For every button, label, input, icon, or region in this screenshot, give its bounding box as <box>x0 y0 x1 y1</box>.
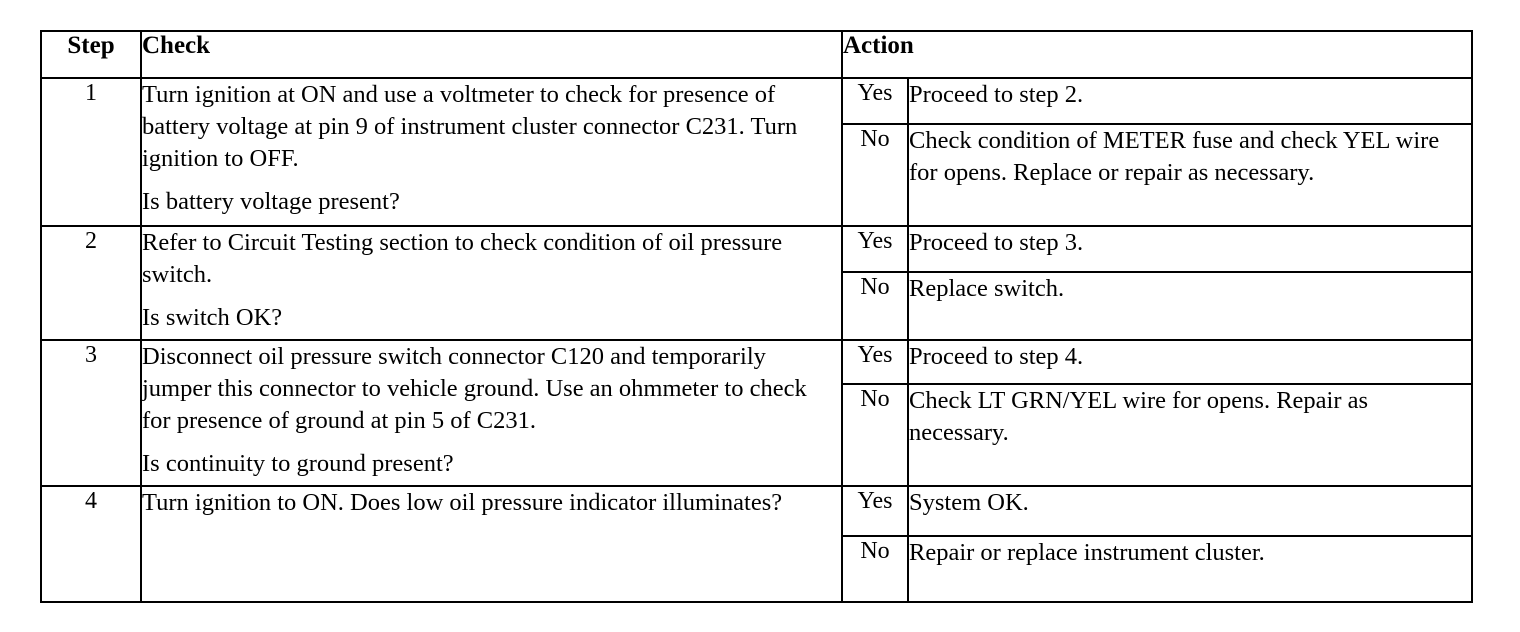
action-text-no: Repair or replace instrument cluster. <box>906 535 1474 603</box>
table-row: 1 Turn ignition at ON and use a voltmete… <box>40 77 1474 227</box>
column-header-action: Action <box>840 30 1474 79</box>
check-question: Is battery voltage present? <box>142 187 400 215</box>
action-text-yes: Proceed to step 4. <box>906 339 1474 385</box>
step-number: 1 <box>40 77 142 227</box>
answer-label-no: No <box>841 123 909 227</box>
answer-label-yes: Yes <box>841 77 909 125</box>
check-instruction: Turn ignition at ON and use a voltmeter … <box>142 81 798 172</box>
table-row: 2 Refer to Circuit Testing section to ch… <box>40 225 1474 341</box>
table-row-sub: No Repair or replace instrument cluster. <box>41 535 1474 603</box>
table-header-row: Step Check Action <box>40 30 1474 79</box>
check-instruction: Disconnect oil pressure switch connector… <box>142 343 807 434</box>
table-row: 4 Turn ignition to ON. Does low oil pres… <box>40 485 1474 603</box>
table-row-sub: No Check LT GRN/YEL wire for opens. Repa… <box>41 383 1474 487</box>
action-text-no: Check LT GRN/YEL wire for opens. Repair … <box>906 383 1474 487</box>
action-text-no: Replace switch. <box>906 271 1474 341</box>
answer-label-no: No <box>841 271 909 341</box>
check-description: Turn ignition to ON. Does low oil pressu… <box>140 485 843 603</box>
answer-label-no: No <box>841 535 909 603</box>
diagnostic-table-container: Step Check Action 1 Turn ignition at ON … <box>40 30 1474 603</box>
check-description: Disconnect oil pressure switch connector… <box>140 339 843 487</box>
table-row-sub: No Replace switch. <box>41 271 1474 341</box>
answer-label-yes: Yes <box>841 485 909 537</box>
step-number: 2 <box>40 225 142 341</box>
action-text-yes: Proceed to step 2. <box>906 77 1474 125</box>
step-number: 3 <box>40 339 142 487</box>
table-row-sub: No Check condition of METER fuse and che… <box>41 123 1474 227</box>
check-description: Refer to Circuit Testing section to chec… <box>140 225 843 341</box>
diagnostic-troubleshooting-table: Step Check Action 1 Turn ignition at ON … <box>40 30 1474 603</box>
answer-label-no: No <box>841 383 909 487</box>
step-number: 4 <box>40 485 142 603</box>
action-text-yes: Proceed to step 3. <box>906 225 1474 273</box>
column-header-step: Step <box>40 30 142 79</box>
check-question: Is switch OK? <box>142 303 283 331</box>
action-text-yes: System OK. <box>906 485 1474 537</box>
check-description: Turn ignition at ON and use a voltmeter … <box>140 77 843 227</box>
check-instruction: Refer to Circuit Testing section to chec… <box>142 229 783 288</box>
check-question: Is continuity to ground present? <box>142 449 454 477</box>
table-row: 3 Disconnect oil pressure switch connect… <box>40 339 1474 487</box>
check-instruction: Turn ignition to ON. Does low oil pressu… <box>142 489 783 516</box>
answer-label-yes: Yes <box>841 225 909 273</box>
column-header-check: Check <box>140 30 843 79</box>
action-text-no: Check condition of METER fuse and check … <box>906 123 1474 227</box>
answer-label-yes: Yes <box>841 339 909 385</box>
